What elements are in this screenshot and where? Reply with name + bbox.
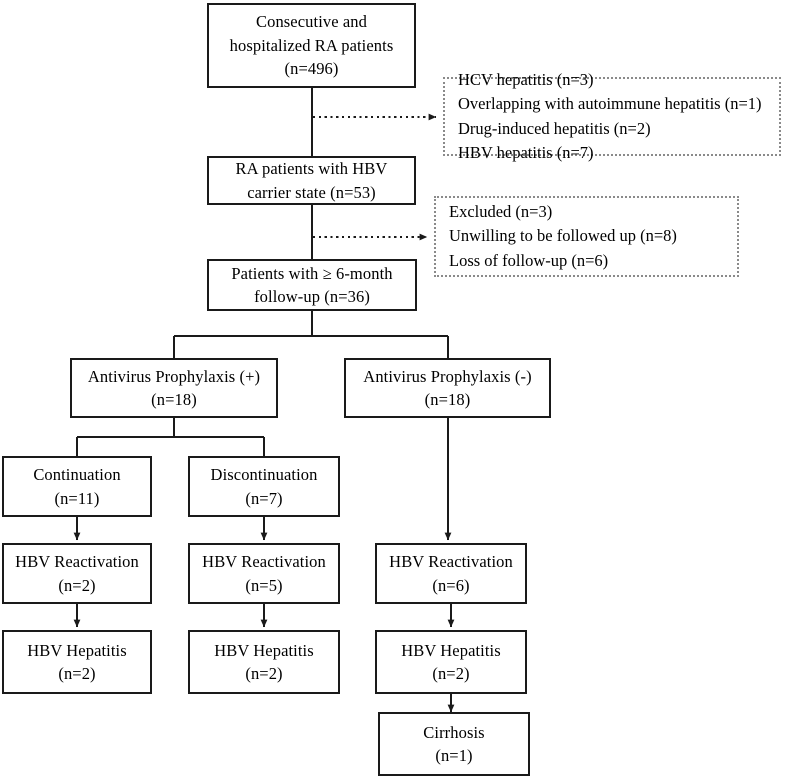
node-enrolled[interactable]: Consecutive and hospitalized RA patients… (207, 3, 416, 88)
node-discontinuation-line-2: (n=7) (245, 488, 283, 508)
node-prophylaxis-negative-line-2: (n=18) (424, 390, 471, 409)
node-prophylaxis-negative[interactable]: Antivirus Prophylaxis (-) (n=18) (344, 358, 551, 418)
node-prophylaxis-positive-line-2: (n=18) (151, 390, 197, 409)
node-hepatitis-discontinuation-line-2: (n=2) (245, 664, 283, 683)
node-discontinuation[interactable]: Discontinuation (n=7) (188, 456, 340, 517)
exclusion-second-line-3: Loss of follow-up (n=6) (449, 250, 609, 270)
node-continuation[interactable]: Continuation (n=11) (2, 456, 152, 517)
node-prophylaxis-positive-line-1: Antivirus Prophylaxis (+) (87, 366, 261, 386)
node-hbv-carrier[interactable]: RA patients with HBV carrier state (n=53… (207, 156, 416, 205)
exclusion-box-first[interactable]: HCV hepatitis (n=3) Overlapping with aut… (443, 70, 781, 162)
node-discontinuation-line-1: Discontinuation (210, 465, 318, 485)
exclusion-first-line-4: HBV hepatitis (n=7) (458, 142, 594, 162)
node-reactivation-no-prophylaxis-line-1: HBV Reactivation (389, 552, 513, 572)
node-reactivation-continuation-line-1: HBV Reactivation (15, 552, 139, 572)
node-hepatitis-no-prophylaxis[interactable]: HBV Hepatitis (n=2) (375, 630, 527, 694)
node-reactivation-discontinuation[interactable]: HBV Reactivation (n=5) (188, 543, 340, 604)
node-reactivation-discontinuation-line-2: (n=5) (245, 575, 283, 595)
node-hepatitis-continuation-line-2: (n=2) (58, 664, 96, 683)
exclusion-first-line-2: Overlapping with autoimmune hepatitis (n… (458, 94, 762, 114)
node-reactivation-no-prophylaxis-line-2: (n=6) (432, 575, 470, 595)
node-hepatitis-no-prophylaxis-line-1: HBV Hepatitis (401, 640, 501, 660)
node-enrolled-line-2: hospitalized RA patients (229, 35, 394, 55)
node-cirrhosis-line-2: (n=1) (435, 746, 473, 765)
node-reactivation-discontinuation-line-1: HBV Reactivation (202, 552, 326, 572)
node-followup[interactable]: Patients with ≥ 6-month follow-up (n=36) (207, 259, 417, 311)
node-continuation-line-2: (n=11) (54, 488, 100, 508)
exclusion-first-line-1: HCV hepatitis (n=3) (458, 70, 594, 89)
exclusion-first-line-3: Drug-induced hepatitis (n=2) (458, 118, 651, 138)
node-reactivation-continuation[interactable]: HBV Reactivation (n=2) (2, 543, 152, 604)
node-hepatitis-discontinuation[interactable]: HBV Hepatitis (n=2) (188, 630, 340, 694)
exclusion-second-line-1: Excluded (n=3) (449, 202, 553, 222)
node-hepatitis-no-prophylaxis-line-2: (n=2) (432, 664, 470, 683)
node-prophylaxis-positive[interactable]: Antivirus Prophylaxis (+) (n=18) (70, 358, 278, 418)
node-hepatitis-continuation[interactable]: HBV Hepatitis (n=2) (2, 630, 152, 694)
node-reactivation-no-prophylaxis[interactable]: HBV Reactivation (n=6) (375, 543, 527, 604)
node-hepatitis-discontinuation-line-1: HBV Hepatitis (214, 640, 314, 660)
node-enrolled-line-3: (n=496) (284, 59, 339, 79)
node-hbv-carrier-line-2: carrier state (n=53) (247, 182, 376, 202)
exclusion-box-second[interactable]: Excluded (n=3) Unwilling to be followed … (434, 196, 739, 277)
node-hbv-carrier-line-1: RA patients with HBV (235, 159, 388, 179)
node-prophylaxis-negative-line-1: Antivirus Prophylaxis (-) (363, 366, 532, 386)
node-cirrhosis-line-1: Cirrhosis (423, 722, 485, 742)
node-cirrhosis[interactable]: Cirrhosis (n=1) (378, 712, 530, 776)
node-hepatitis-continuation-line-1: HBV Hepatitis (27, 640, 127, 660)
exclusion-second-line-2: Unwilling to be followed up (n=8) (449, 226, 677, 246)
node-reactivation-continuation-line-2: (n=2) (58, 575, 96, 595)
node-enrolled-line-1: Consecutive and (255, 12, 367, 32)
node-followup-line-2: follow-up (n=36) (254, 287, 370, 306)
node-continuation-line-1: Continuation (33, 465, 121, 485)
node-followup-line-1: Patients with ≥ 6-month (231, 263, 393, 283)
